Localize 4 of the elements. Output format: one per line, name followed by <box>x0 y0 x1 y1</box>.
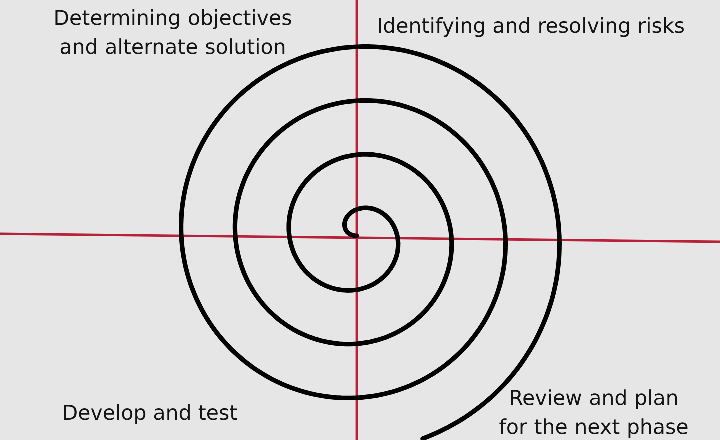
quadrant-label: Identifying and resolving risks <box>379 17 684 38</box>
quadrant-label: Develop and test <box>64 404 238 424</box>
quadrant-label: Determining objectives and alternate solution <box>56 10 292 54</box>
quadrant-label: Review and plan for the next phase <box>500 390 688 438</box>
